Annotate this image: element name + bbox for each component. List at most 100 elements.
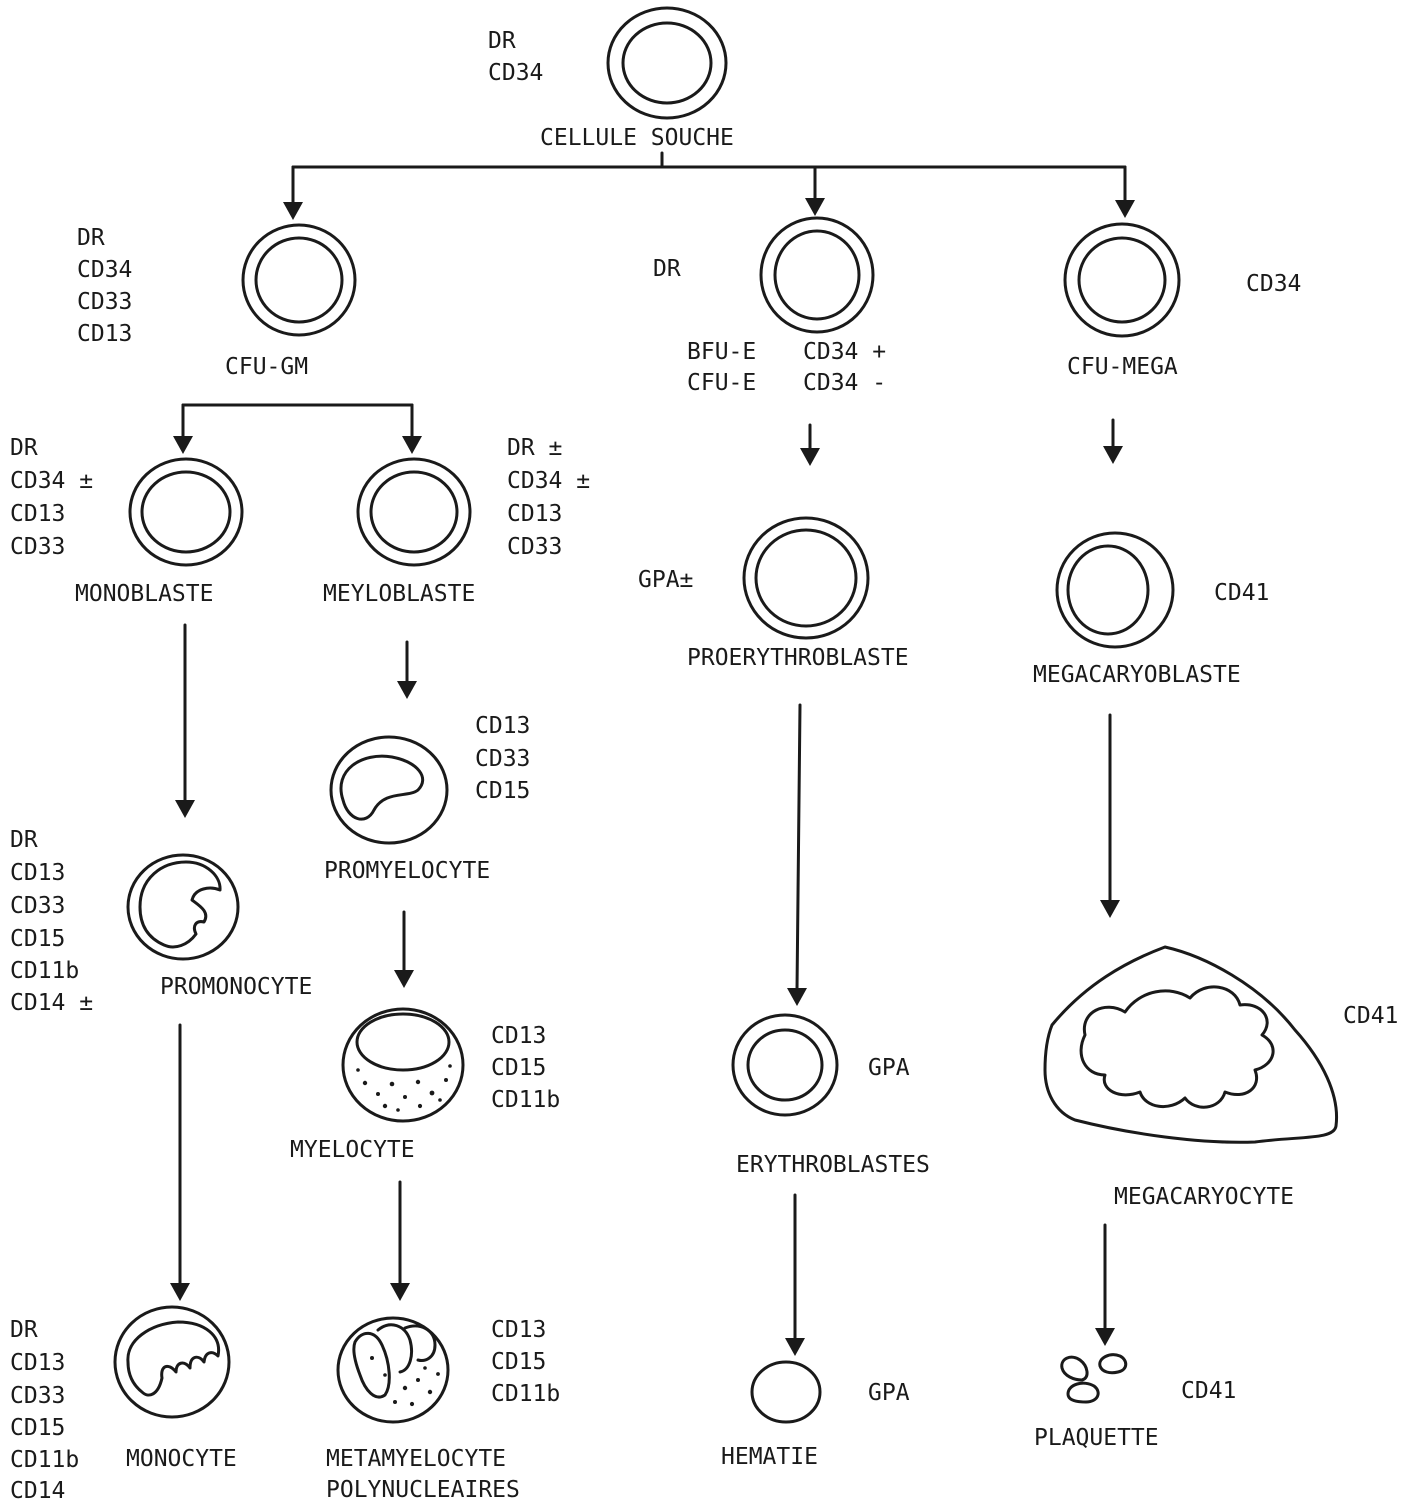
arrow-head-monocyte xyxy=(170,1283,190,1301)
hematie-name: HEMATIE xyxy=(721,1444,818,1470)
promonocyte-marker-2: CD13 xyxy=(10,860,65,886)
cfu-gm-marker-3: CD33 xyxy=(77,289,132,315)
cfu-mega-marker: CD34 xyxy=(1246,271,1301,297)
metamyelocyte-cell xyxy=(338,1318,448,1422)
arrow-head-hematie xyxy=(785,1338,805,1356)
metamyelocyte-marker-2: CD15 xyxy=(491,1349,546,1375)
arrow-head-megacaryocyte xyxy=(1100,900,1120,918)
monocyte-marker-1: DR xyxy=(10,1317,38,1343)
plaquette-marker: CD41 xyxy=(1181,1378,1236,1404)
monocyte-cell xyxy=(115,1307,229,1417)
megacaryoblaste-cell xyxy=(1057,533,1173,647)
monocyte-marker-5: CD11b xyxy=(10,1447,79,1473)
monocyte-marker-3: CD33 xyxy=(10,1383,65,1409)
meyloblaste-marker-3: CD13 xyxy=(507,501,562,527)
megacaryoblaste-marker: CD41 xyxy=(1214,580,1269,606)
meyloblaste-marker-1: DR ± xyxy=(507,435,562,461)
myelocyte-cell xyxy=(343,1009,463,1121)
arrow-head-bfu-e xyxy=(805,198,825,216)
meyloblaste-name: MEYLOBLASTE xyxy=(323,581,475,607)
arrow-head-cfu-mega xyxy=(1115,200,1135,218)
proerythroblaste-cell xyxy=(744,518,868,638)
cfu-gm-marker-4: CD13 xyxy=(77,321,132,347)
monoblaste-marker-4: CD33 xyxy=(10,534,65,560)
arrow-head-plaquette xyxy=(1095,1328,1115,1346)
arrow-head-myelocyte xyxy=(394,970,414,988)
monoblaste-marker-2: CD34 ± xyxy=(10,468,93,494)
metamyelocyte-marker-3: CD11b xyxy=(491,1381,560,1407)
megacaryocyte-marker: CD41 xyxy=(1343,1003,1398,1029)
myelocyte-name: MYELOCYTE xyxy=(290,1137,415,1163)
promonocyte-marker-4: CD15 xyxy=(10,926,65,952)
meyloblaste-cell xyxy=(358,459,470,565)
arrow-head-erythroblastes xyxy=(787,988,807,1006)
megacaryocyte-cell xyxy=(1045,947,1337,1142)
meyloblaste-marker-2: CD34 ± xyxy=(507,468,590,494)
arrow-head-cfu-gm xyxy=(283,202,303,220)
monocyte-name: MONOCYTE xyxy=(126,1446,237,1472)
cfu-gm-marker-1: DR xyxy=(77,225,105,251)
metamyelocyte-name-line1: METAMYELOCYTE xyxy=(326,1446,506,1472)
megacaryocyte-name: MEGACARYOCYTE xyxy=(1114,1184,1294,1210)
myelocyte-marker-2: CD15 xyxy=(491,1055,546,1081)
hematie-cell xyxy=(752,1362,820,1422)
arrow-head-megacaryoblaste xyxy=(1103,446,1123,464)
promonocyte-marker-1: DR xyxy=(10,827,38,853)
monoblaste-name: MONOBLASTE xyxy=(75,581,213,607)
erythroblastes-marker: GPA xyxy=(868,1055,910,1081)
monoblaste-cell xyxy=(130,459,242,565)
erythroid-progenitor-marker: DR xyxy=(653,256,681,282)
proerythroblaste-marker: GPA± xyxy=(638,567,693,593)
monoblaste-marker-3: CD13 xyxy=(10,501,65,527)
bfu-e-marker: CD34 + xyxy=(803,339,886,365)
erythroblastes-cell xyxy=(733,1015,837,1115)
cfu-gm-marker-2: CD34 xyxy=(77,257,132,283)
promyelocyte-marker-2: CD33 xyxy=(475,746,530,772)
cfu-mega-cell xyxy=(1065,224,1179,336)
promonocyte-cell xyxy=(128,855,238,959)
cfu-gm-name: CFU-GM xyxy=(225,354,308,380)
metamyelocyte-marker-1: CD13 xyxy=(491,1317,546,1343)
promonocyte-name: PROMONOCYTE xyxy=(160,974,312,1000)
megacaryoblaste-name: MEGACARYOBLASTE xyxy=(1033,662,1241,688)
promyelocyte-name: PROMYELOCYTE xyxy=(324,858,490,884)
cfu-gm-cell xyxy=(243,225,355,335)
cfu-e-name: CFU-E xyxy=(687,370,756,396)
bfu-e-name: BFU-E xyxy=(687,339,756,365)
arrow-head-promyelocyte xyxy=(397,681,417,699)
meyloblaste-marker-4: CD33 xyxy=(507,534,562,560)
stem-name: CELLULE SOUCHE xyxy=(540,125,734,151)
myelocyte-marker-1: CD13 xyxy=(491,1023,546,1049)
monocyte-marker-6: CD14 xyxy=(10,1478,65,1504)
stem-cell xyxy=(608,8,726,118)
proerythroblaste-name: PROERYTHROBLASTE xyxy=(687,645,909,671)
arrow-head-promonocyte xyxy=(175,800,195,818)
arrow-head-proerythroblaste xyxy=(800,448,820,466)
plaquette-cells xyxy=(1062,1355,1126,1402)
arrow-head-monoblaste xyxy=(173,436,193,454)
erythroblastes-name: ERYTHROBLASTES xyxy=(736,1152,930,1178)
monocyte-marker-4: CD15 xyxy=(10,1415,65,1441)
metamyelocyte-name-line2: POLYNUCLEAIRES xyxy=(326,1477,520,1503)
hematie-marker: GPA xyxy=(868,1380,910,1406)
arrow-head-metamyelocyte xyxy=(390,1283,410,1301)
arrow-head-meyloblaste xyxy=(402,436,422,454)
myelocyte-marker-3: CD11b xyxy=(491,1087,560,1113)
promonocyte-marker-5: CD11b xyxy=(10,958,79,984)
cfu-e-marker: CD34 - xyxy=(803,370,886,396)
stem-marker-1: DR xyxy=(488,28,516,54)
monocyte-marker-2: CD13 xyxy=(10,1350,65,1376)
stem-marker-2: CD34 xyxy=(488,60,543,86)
promyelocyte-marker-3: CD15 xyxy=(475,778,530,804)
promyelocyte-cell xyxy=(331,737,447,843)
bfu-e-cell xyxy=(761,218,873,332)
cfu-mega-name: CFU-MEGA xyxy=(1067,354,1178,380)
arrow-to-erythroblastes xyxy=(797,705,800,990)
labels: DR CD34 CELLULE SOUCHE DR CD34 CD33 CD13… xyxy=(10,28,1398,1504)
plaquette-name: PLAQUETTE xyxy=(1034,1425,1159,1451)
monoblaste-marker-1: DR xyxy=(10,435,38,461)
promonocyte-marker-3: CD33 xyxy=(10,893,65,919)
promyelocyte-marker-1: CD13 xyxy=(475,713,530,739)
promonocyte-marker-6: CD14 ± xyxy=(10,990,93,1016)
